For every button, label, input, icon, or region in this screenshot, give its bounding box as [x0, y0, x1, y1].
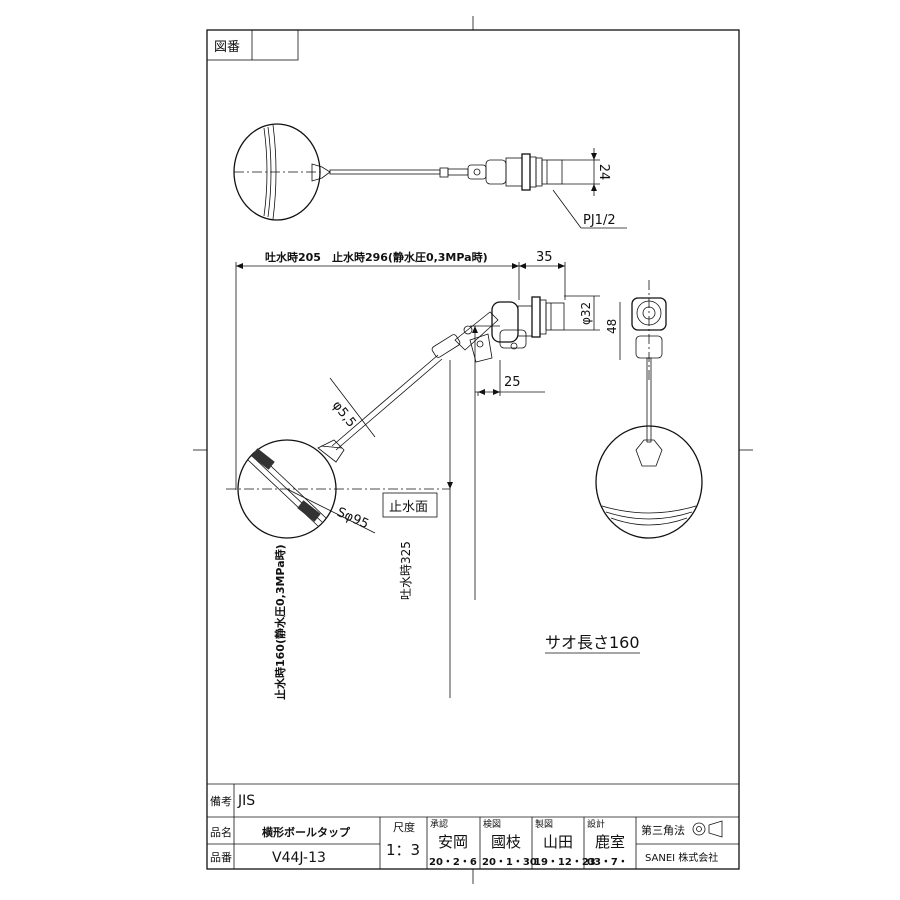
dim-24: 24 — [596, 164, 611, 181]
top-view: 24 PJ1/2 — [233, 123, 627, 229]
drawing-number-box: 図番 — [206, 29, 299, 61]
approved-date: 20・2・6 — [429, 857, 477, 868]
projection-label: 第三角法 — [641, 823, 685, 837]
lever-arm-front — [431, 311, 499, 363]
ball-diameter-label: Sφ95 — [334, 505, 371, 532]
stop-level-box — [382, 492, 438, 518]
designed-label: 設計 — [587, 818, 605, 830]
ball-socket-top — [311, 163, 331, 182]
float-rod-top — [329, 169, 441, 175]
product-number-label: 品番 — [210, 851, 232, 864]
product-number: V44J-13 — [272, 850, 326, 866]
float-rod-side — [646, 357, 652, 443]
spout-height-label: 吐水時325 — [399, 541, 413, 600]
side-view — [595, 280, 703, 539]
float-rod-front — [331, 354, 439, 447]
scale-label: 尺度 — [393, 820, 415, 834]
checked-label: 検図 — [483, 818, 501, 830]
third-angle-projection-icon — [692, 820, 723, 838]
spout-length-label: 吐水時205 止水時296(静水圧0,3MPa時) — [265, 250, 488, 264]
dim-48: 48 — [605, 319, 619, 334]
valve-body-top — [485, 159, 507, 185]
remarks-value: JIS — [237, 793, 255, 809]
float-ball-side — [595, 425, 703, 539]
remarks-label: 備考 — [210, 795, 232, 808]
thread-leader — [552, 189, 582, 229]
thread-stub-top — [541, 159, 563, 185]
dim-32: φ32 — [579, 302, 593, 325]
drawing-number-label: 図番 — [214, 40, 240, 55]
front-view: 吐水時205 止水時296(静水圧0,3MPa時) 35 φ5,5 — [226, 250, 621, 700]
valve-body-front — [491, 296, 565, 350]
ball-socket-front — [317, 439, 345, 463]
approved-label: 承認 — [430, 818, 448, 830]
lever-link-top — [467, 164, 487, 180]
company-name: SANEI 株式会社 — [645, 851, 718, 864]
rod-diameter-label: φ5,5 — [329, 398, 359, 430]
scale-value: 1：3 — [386, 841, 420, 859]
designed-name: 鹿室 — [595, 833, 625, 851]
dim-25: 25 — [504, 375, 521, 390]
drawn-label: 製図 — [535, 818, 553, 830]
checked-name: 國枝 — [491, 833, 521, 851]
drawn-date: 19・12・23 — [534, 857, 596, 868]
drawing-frame — [206, 29, 740, 870]
title-block: 備考 JIS 品名 横形ボールタップ 品番 V44J-13 尺度 1：3 承認 … — [207, 783, 739, 869]
stop-level-label: 止水面 — [389, 500, 428, 515]
checked-date: 20・1・30 — [482, 857, 537, 868]
thread-label: PJ1/2 — [583, 213, 616, 228]
product-name: 横形ボールタップ — [262, 825, 351, 839]
rod-length-label: サオ長さ160 — [545, 633, 640, 652]
product-name-label: 品名 — [210, 825, 232, 839]
designed-date: 03・7・ — [587, 857, 628, 868]
drawn-name: 山田 — [543, 833, 573, 851]
approved-name: 安岡 — [438, 833, 468, 851]
dim-35: 35 — [536, 250, 553, 265]
stop-height-label: 止水時160(静水圧0,3MPa時) — [273, 544, 287, 700]
